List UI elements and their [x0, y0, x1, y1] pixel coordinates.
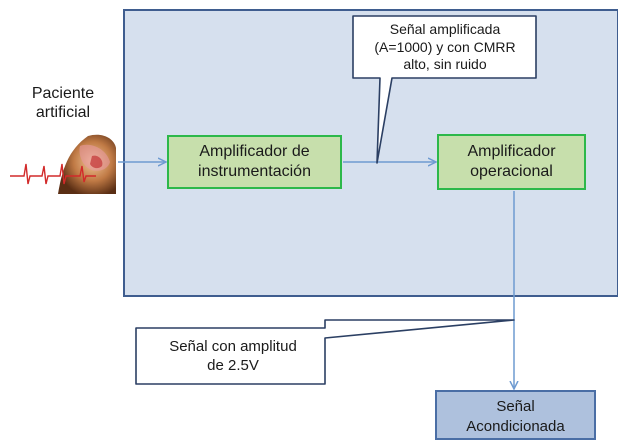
instrumentation-amplifier-block: Amplificador de instrumentación [167, 135, 342, 189]
patient-label-line2: artificial [35, 104, 91, 122]
callout-amplified-signal-line2: (A=1000) y con CMRR [374, 38, 516, 55]
callout-amplified-signal-line3: alto, sin ruido [403, 56, 487, 72]
operational-amplifier-line1: Amplificador [467, 143, 556, 160]
instrumentation-amplifier-line2: instrumentación [198, 163, 311, 180]
callout-amplitude-line2: de 2.5V [207, 356, 259, 374]
instrumentation-amplifier-line1: Amplificador de [199, 143, 310, 160]
conditioned-signal-line2: Acondicionada [466, 417, 565, 435]
callout-amplitude: Señal con amplitud de 2.5V [138, 338, 328, 376]
callout-amplified-signal-line1: Señal amplificada [389, 21, 501, 37]
callout-amplified-signal: Señal amplificada (A=1000) y con CMRR al… [350, 21, 540, 74]
conditioned-signal-block: Señal Acondicionada [435, 390, 596, 440]
callout-amplitude-line1: Señal con amplitud [169, 338, 297, 355]
patient-image [10, 130, 116, 194]
callout-amplified-signal-shape [352, 15, 537, 164]
patient-label: Paciente artificial [8, 84, 118, 122]
conditioned-signal-line1: Señal [496, 398, 535, 415]
patient-label-line1: Paciente [31, 85, 95, 102]
operational-amplifier-block: Amplificador operacional [437, 134, 586, 190]
operational-amplifier-line2: operacional [470, 163, 553, 180]
callout-amplitude-shape [135, 319, 515, 385]
